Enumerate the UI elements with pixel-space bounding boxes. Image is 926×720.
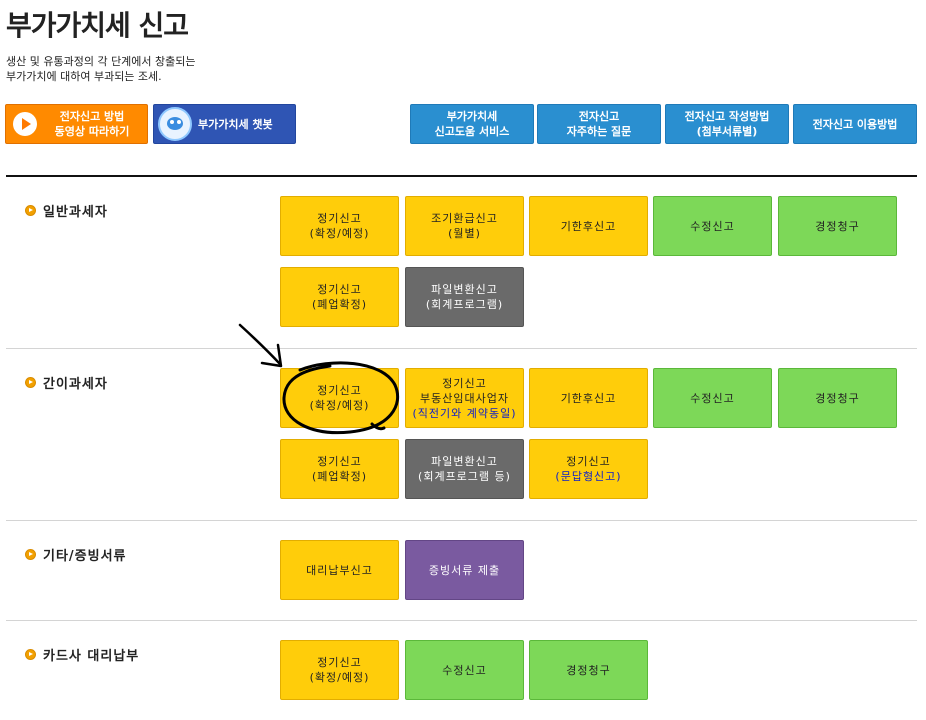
usage-method-label: 전자신고 이용방법 <box>812 117 898 131</box>
tile-line: 경정청구 <box>815 391 860 405</box>
tile-line: (확정/예정) <box>309 671 370 684</box>
page-description: 생산 및 유통과정의 각 단계에서 창출되는 부가가치에 대하여 부과되는 조세… <box>6 54 196 84</box>
tile-line: 정기신고 <box>317 455 362 468</box>
tile-line: 정기신고 <box>317 656 362 669</box>
card-amended-filing-button[interactable]: 수정신고 <box>405 640 524 700</box>
bullet-icon <box>25 205 36 216</box>
general-late-filing-button[interactable]: 기한후신고 <box>529 196 648 256</box>
faq-line1: 전자신고 <box>578 110 620 123</box>
annotation-circle-icon <box>282 361 400 435</box>
evidence-submission-button[interactable]: 증빙서류 제출 <box>405 540 524 600</box>
video-guide-line1: 전자신고 방법 <box>59 110 125 123</box>
tile-line: 파일변환신고 <box>431 455 498 468</box>
tile-line: 기한후신고 <box>560 219 617 233</box>
tile-line: 정기신고 <box>317 384 362 397</box>
section-divider <box>6 520 917 521</box>
writing-method-line2: (첨부서류별) <box>696 125 758 138</box>
section-general-label: 일반과세자 <box>25 201 108 220</box>
page-title: 부가가치세 신고 <box>6 9 189 42</box>
faq-button[interactable]: 전자신고 자주하는 질문 <box>537 104 661 144</box>
tile-line: (폐업확정) <box>311 298 368 311</box>
video-guide-line2: 동영상 따라하기 <box>54 125 130 138</box>
writing-method-button[interactable]: 전자신고 작성방법 (첨부서류별) <box>665 104 789 144</box>
tile-line: 조기환급신고 <box>431 212 498 225</box>
general-closure-filing-button[interactable]: 정기신고 (폐업확정) <box>280 267 399 327</box>
section-divider <box>6 348 917 349</box>
filing-help-service-button[interactable]: 부가가치세 신고도움 서비스 <box>410 104 534 144</box>
video-guide-button[interactable]: 전자신고 방법 동영상 따라하기 <box>5 104 148 144</box>
section-other-label: 기타/증빙서류 <box>25 545 127 564</box>
writing-method-line1: 전자신고 작성방법 <box>684 110 770 123</box>
tile-line: 정기신고 <box>566 455 611 468</box>
section-simple-label: 간이과세자 <box>25 373 108 392</box>
bullet-icon <box>25 549 36 560</box>
simple-amended-filing-button[interactable]: 수정신고 <box>653 368 772 428</box>
tile-line: 정기신고 <box>317 283 362 296</box>
tile-line: 수정신고 <box>690 219 735 233</box>
general-regular-filing-button[interactable]: 정기신고 (확정/예정) <box>280 196 399 256</box>
tile-line: 정기신고 <box>317 212 362 225</box>
tile-line: 경정청구 <box>815 219 860 233</box>
simple-file-conversion-button[interactable]: 파일변환신고 (회계프로그램 등) <box>405 439 524 499</box>
card-correction-claim-button[interactable]: 경정청구 <box>529 640 648 700</box>
general-correction-claim-button[interactable]: 경정청구 <box>778 196 897 256</box>
card-regular-filing-button[interactable]: 정기신고 (확정/예정) <box>280 640 399 700</box>
description-line: 생산 및 유통과정의 각 단계에서 창출되는 <box>6 55 196 68</box>
section-general-title: 일반과세자 <box>43 205 108 220</box>
bullet-icon <box>25 649 36 660</box>
vat-chatbot-label: 부가가치세 챗봇 <box>198 117 273 131</box>
simple-closure-filing-button[interactable]: 정기신고 (폐업확정) <box>280 439 399 499</box>
tile-line: (회계프로그램 등) <box>418 470 511 483</box>
general-amended-filing-button[interactable]: 수정신고 <box>653 196 772 256</box>
annotation-arrow-icon <box>238 323 282 366</box>
section-card-title: 카드사 대리납부 <box>43 649 140 664</box>
tile-line: 정기신고 <box>442 376 487 390</box>
simple-late-filing-button[interactable]: 기한후신고 <box>529 368 648 428</box>
tile-line: (확정/예정) <box>309 399 370 412</box>
general-early-refund-button[interactable]: 조기환급신고 (월별) <box>405 196 524 256</box>
header-divider <box>6 175 917 177</box>
tile-line: 부동산임대사업자 <box>420 391 509 405</box>
tile-line: (직전기와 계약동일) <box>412 406 517 420</box>
vat-chatbot-button[interactable]: 부가가치세 챗봇 <box>153 104 296 144</box>
simple-correction-claim-button[interactable]: 경정청구 <box>778 368 897 428</box>
tile-line: 증빙서류 제출 <box>428 563 501 577</box>
tile-line: 대리납부신고 <box>306 563 373 577</box>
tile-line: (문답형신고) <box>555 470 622 483</box>
simple-regular-filing-button[interactable]: 정기신고 (확정/예정) <box>280 368 399 428</box>
tile-line: (월별) <box>448 227 481 240</box>
section-card-label: 카드사 대리납부 <box>25 645 139 664</box>
tile-line: 기한후신고 <box>560 391 617 405</box>
general-file-conversion-button[interactable]: 파일변환신고 (회계프로그램) <box>405 267 524 327</box>
description-line: 부가가치에 대하여 부과되는 조세. <box>6 70 162 83</box>
tile-line: (확정/예정) <box>309 227 370 240</box>
section-divider <box>6 620 917 621</box>
proxy-payment-filing-button[interactable]: 대리납부신고 <box>280 540 399 600</box>
simple-rental-filing-button[interactable]: 정기신고 부동산임대사업자 (직전기와 계약동일) <box>405 368 524 428</box>
section-simple-title: 간이과세자 <box>43 377 108 392</box>
play-icon <box>13 112 37 136</box>
filing-help-line1: 부가가치세 <box>446 110 498 123</box>
chatbot-icon <box>158 107 192 141</box>
tile-line: 수정신고 <box>442 663 487 677</box>
tile-line: 경정청구 <box>566 663 611 677</box>
filing-help-line2: 신고도움 서비스 <box>434 125 510 138</box>
section-other-title: 기타/증빙서류 <box>43 549 127 564</box>
annotation-arrowhead-icon <box>260 343 283 368</box>
tile-line: (회계프로그램) <box>425 298 504 311</box>
bullet-icon <box>25 377 36 388</box>
tile-line: 파일변환신고 <box>431 283 498 296</box>
tile-line: (폐업확정) <box>311 470 368 483</box>
simple-qa-filing-button[interactable]: 정기신고 (문답형신고) <box>529 439 648 499</box>
faq-line2: 자주하는 질문 <box>566 125 632 138</box>
usage-method-button[interactable]: 전자신고 이용방법 <box>793 104 917 144</box>
tile-line: 수정신고 <box>690 391 735 405</box>
